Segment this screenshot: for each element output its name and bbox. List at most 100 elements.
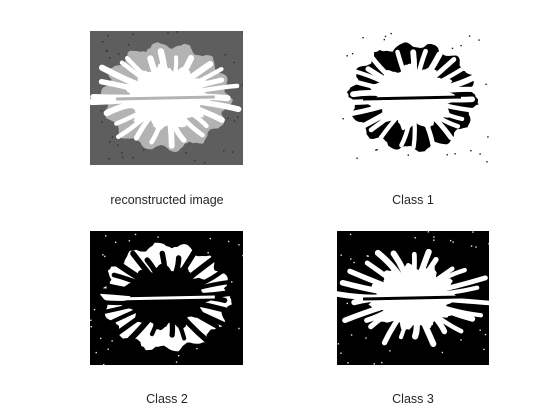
gyrus-branch — [369, 55, 408, 92]
noise-speck — [346, 55, 348, 57]
gyrus-branch — [390, 250, 413, 291]
noise-speck — [107, 348, 109, 350]
gyrus-branch — [147, 55, 167, 91]
gyrus-branch — [149, 104, 166, 145]
noise-speck — [356, 157, 358, 159]
gyrus-branch — [127, 302, 163, 343]
noise-speck — [350, 258, 352, 260]
noise-speck — [102, 41, 104, 43]
panel-caption: Class 2 — [146, 392, 188, 406]
noise-speck — [224, 54, 226, 56]
gyrus-branch — [350, 89, 403, 100]
noise-speck — [477, 103, 479, 105]
noise-speck — [446, 154, 448, 156]
panel-caption: reconstructed image — [110, 193, 224, 207]
gyrus-branch — [365, 66, 406, 93]
noise-speck — [366, 255, 368, 257]
panel-caption: Class 3 — [392, 392, 434, 406]
noise-speck — [472, 231, 474, 233]
noise-speck — [108, 57, 111, 59]
noise-speck — [132, 33, 134, 35]
gyrus-branch — [421, 65, 467, 93]
noise-speck — [475, 246, 477, 248]
noise-speck — [177, 355, 180, 357]
gyrus-branch — [170, 302, 210, 343]
gyrus-branch — [168, 248, 199, 291]
noise-speck — [111, 136, 114, 138]
noise-speck — [340, 352, 342, 354]
noise-speck — [107, 34, 109, 37]
gyrus-branch — [177, 280, 231, 296]
noise-speck — [460, 44, 462, 47]
gyrus-branch — [102, 298, 156, 314]
noise-speck — [351, 53, 354, 55]
gyrus-branch — [417, 302, 448, 335]
gyrus-branch — [410, 251, 417, 290]
noise-speck — [237, 116, 239, 118]
noise-speck — [375, 149, 377, 151]
gyrus-branch — [423, 275, 488, 296]
gyrus-branch — [106, 283, 157, 298]
noise-speck — [108, 158, 110, 160]
gyrus-branch — [130, 250, 164, 291]
gyrus-branch — [171, 103, 205, 138]
noise-speck — [223, 150, 225, 152]
noise-speck — [239, 85, 241, 87]
noise-speck — [157, 236, 159, 238]
noise-speck — [390, 32, 392, 35]
gyrus-branch — [413, 303, 437, 347]
noise-speck — [111, 340, 113, 342]
noise-speck — [102, 254, 104, 256]
noise-speck — [414, 237, 416, 239]
gyrus-branch — [410, 303, 420, 340]
noise-speck — [349, 233, 352, 236]
brain-slice-graphic — [90, 231, 243, 365]
noise-speck — [468, 35, 471, 37]
gyrus-branch — [347, 268, 405, 295]
gyrus-branch — [175, 99, 225, 123]
noise-speck — [376, 149, 378, 151]
gyrus-branch — [417, 103, 454, 141]
gyrus-branch — [176, 297, 239, 317]
gyrus-branch — [421, 267, 467, 294]
noise-speck — [231, 151, 234, 153]
noise-speck — [389, 350, 391, 352]
class-1-image — [337, 31, 489, 165]
gyrus-branch — [342, 298, 404, 324]
gyrus-branch — [415, 51, 443, 91]
noise-speck — [90, 319, 92, 321]
gyrus-branch — [110, 257, 161, 294]
brain-slice-graphic — [90, 31, 243, 165]
gyrus-branch — [422, 100, 465, 122]
gyrus-branch — [364, 260, 407, 293]
gyrus-branch — [410, 49, 418, 90]
gyrus-branch — [114, 101, 159, 126]
noise-speck — [454, 153, 456, 155]
noise-speck — [95, 351, 97, 354]
gyrus-branch — [374, 249, 410, 292]
noise-speck — [233, 61, 235, 64]
reconstructed-image — [90, 31, 243, 165]
gyrus-branch — [98, 79, 157, 97]
gyrus-branch — [424, 285, 480, 297]
noise-speck — [487, 136, 489, 138]
gyrus-branch — [339, 279, 403, 297]
noise-speck — [105, 50, 108, 52]
gyrus-branch — [358, 100, 406, 130]
noise-speck — [367, 255, 369, 257]
noise-speck — [167, 32, 169, 34]
noise-speck — [121, 152, 123, 154]
noise-speck — [485, 83, 487, 85]
noise-speck — [433, 239, 435, 241]
gyrus-branch — [173, 102, 209, 129]
noise-speck — [134, 233, 137, 236]
class-2-image — [90, 231, 243, 365]
gyrus-branch — [378, 103, 409, 141]
midline-fissure — [362, 295, 462, 301]
gyrus-branch — [364, 300, 405, 323]
gyrus-branch — [168, 304, 187, 341]
noise-speck — [209, 237, 211, 240]
noise-speck — [483, 348, 485, 351]
gyrus-branch — [340, 98, 403, 118]
gyrus-branch — [418, 56, 457, 92]
